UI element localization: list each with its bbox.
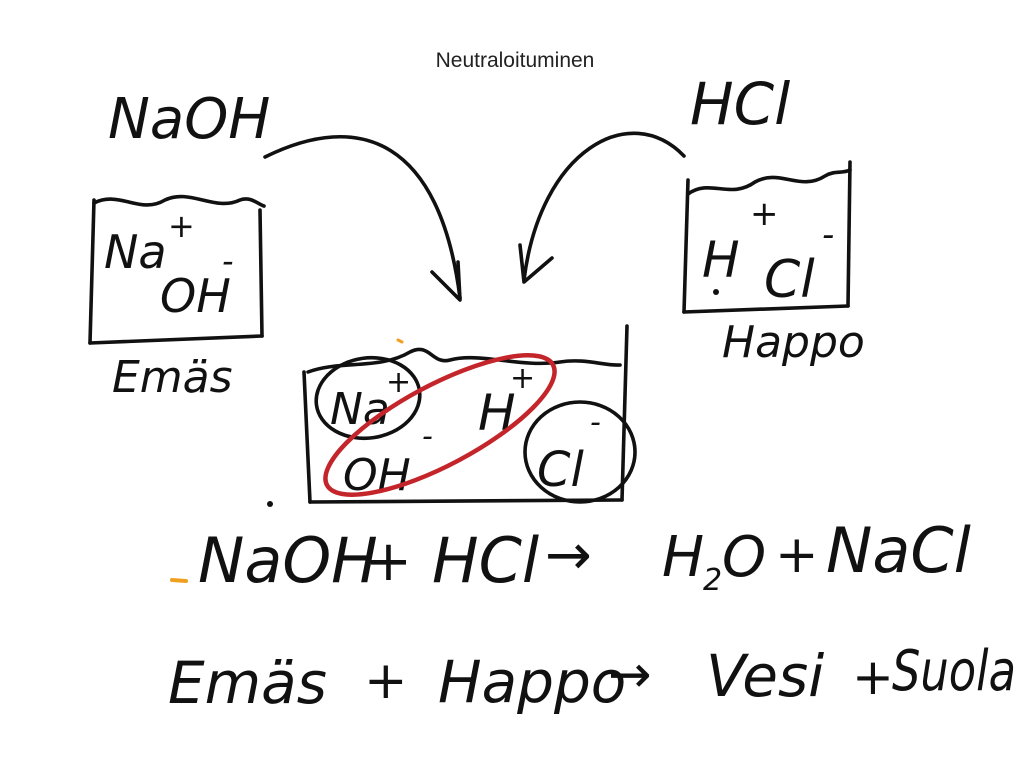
mix-cl-charge: -	[590, 405, 601, 440]
base-beaker: Na + OH - Emäs	[88, 194, 266, 403]
title: Neutraloituminen	[436, 49, 595, 72]
eq2-product1: Vesi	[706, 642, 824, 710]
mix-h-charge: +	[510, 361, 535, 396]
eq1-product1-sub: 2	[703, 563, 722, 598]
mix-na: Na	[330, 384, 390, 435]
eq1-product1-h: H	[662, 525, 704, 590]
equation-chemical: NaOH + HCl → H 2 O + NaCl	[198, 514, 971, 598]
mix-beaker: Na + H + OH - Cl -	[302, 324, 637, 504]
eq2-product2: Suola	[892, 639, 1016, 704]
acid-beaker-cation: H	[702, 231, 740, 289]
eq2-arrow: →	[608, 645, 652, 705]
eq2-reactant1: Emäs	[168, 649, 327, 717]
base-beaker-anion-charge: -	[222, 242, 234, 280]
base-beaker-label: Emäs	[112, 352, 233, 403]
mix-h: H	[478, 384, 516, 442]
eq1-product2: NaCl	[826, 514, 971, 587]
hcl-formula: HCl	[690, 70, 790, 138]
acid-beaker-anion-charge: -	[822, 215, 834, 255]
base-beaker-cation: Na	[104, 225, 167, 279]
arrow-from-hcl	[518, 131, 686, 284]
eq1-plus1: +	[365, 529, 412, 594]
eq1-plus2: +	[775, 525, 819, 585]
acid-beaker-anion: Cl	[764, 250, 815, 310]
eq2-plus1: +	[364, 651, 408, 711]
eq1-product1-o: O	[722, 525, 766, 590]
cl-circle	[523, 400, 637, 504]
eq2-reactant2: Happo	[438, 648, 626, 716]
accent-mark	[396, 338, 404, 344]
base-beaker-anion: OH	[160, 269, 231, 323]
acid-beaker: H + Cl - Happo	[682, 160, 865, 368]
eq2-plus2: +	[852, 648, 894, 706]
ink-dot	[267, 501, 273, 507]
acid-beaker-cation-charge: +	[750, 194, 779, 234]
eq1-arrow: →	[545, 523, 592, 588]
mix-oh-charge: -	[422, 419, 433, 454]
naoh-formula: NaOH	[108, 87, 270, 152]
base-beaker-cation-charge: +	[168, 207, 195, 245]
ink-dot	[713, 289, 719, 295]
equation-words: Emäs + Happo → Vesi + Suola	[168, 639, 1016, 717]
arrow-from-naoh	[263, 135, 462, 302]
water-formation-loop	[323, 353, 557, 497]
accent-mark	[170, 578, 188, 583]
eq1-reactant1: NaOH	[198, 524, 378, 597]
acid-beaker-label: Happo	[722, 317, 865, 368]
eq1-reactant2: HCl	[432, 524, 539, 597]
